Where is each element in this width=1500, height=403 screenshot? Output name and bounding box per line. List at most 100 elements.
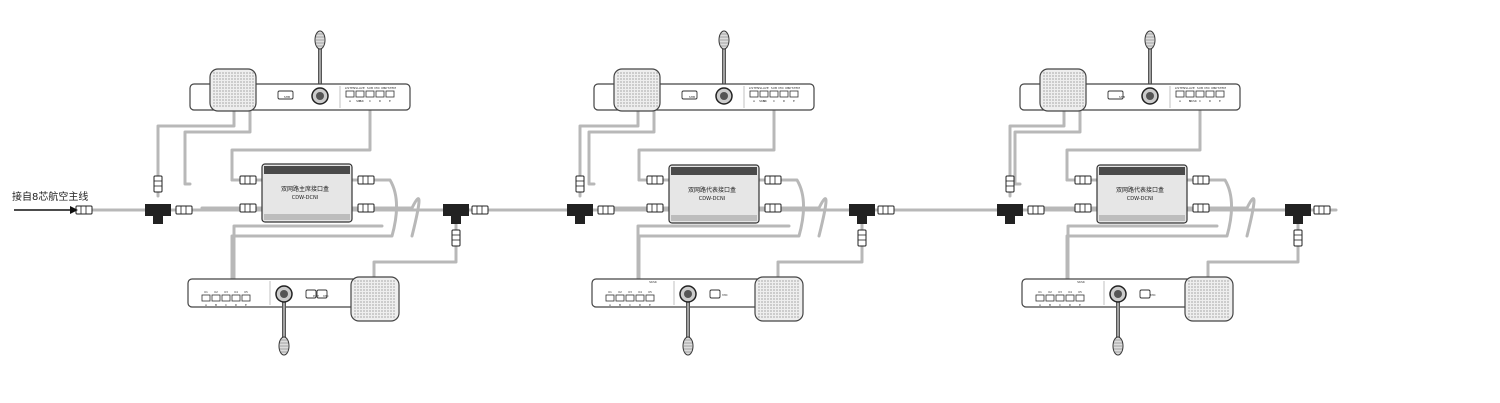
speaker-hole — [390, 289, 392, 291]
speaker-hole — [222, 102, 224, 104]
speaker-hole — [249, 105, 251, 107]
speaker-hole — [246, 81, 248, 83]
speaker-hole — [758, 283, 760, 285]
speaker-hole — [644, 87, 646, 89]
t-stem — [153, 210, 163, 224]
speaker-hole — [1070, 75, 1072, 77]
speaker-hole — [1067, 81, 1069, 83]
speaker-hole — [1227, 283, 1229, 285]
speaker-hole — [381, 283, 383, 285]
speaker-hole — [216, 75, 218, 77]
speaker-hole — [216, 93, 218, 95]
speaker-hole — [761, 295, 763, 297]
speaker-hole — [641, 99, 643, 101]
speaker-hole — [779, 292, 781, 294]
speaker-hole — [1076, 78, 1078, 80]
speaker-hole — [647, 93, 649, 95]
speaker-hole — [629, 93, 631, 95]
cable-top-mid — [587, 108, 656, 186]
speaker-hole — [764, 286, 766, 288]
unit-2-bottom-logo: SKSK — [649, 280, 658, 284]
unit-1-top-key-label: SLAVE — [355, 86, 365, 90]
speaker-hole — [1212, 286, 1214, 288]
speaker-hole — [375, 280, 377, 282]
speaker-hole — [764, 280, 766, 282]
speaker-hole — [1203, 316, 1205, 318]
speaker-hole — [1224, 316, 1226, 318]
speaker-hole — [1064, 87, 1066, 89]
speaker-hole — [1221, 316, 1223, 318]
speaker-hole — [776, 295, 778, 297]
speaker-hole — [770, 283, 772, 285]
box-top-band — [264, 166, 350, 174]
speaker-hole — [650, 96, 652, 98]
speaker-hole — [1076, 93, 1078, 95]
speaker-hole — [794, 304, 796, 306]
speaker-hole — [216, 72, 218, 74]
speaker-hole — [785, 310, 787, 312]
speaker-hole — [767, 316, 769, 318]
speaker-hole — [1076, 87, 1078, 89]
speaker-hole — [354, 307, 356, 309]
speaker-hole — [246, 102, 248, 104]
speaker-hole — [1049, 84, 1051, 86]
speaker-hole — [243, 90, 245, 92]
box-1-model: CDW-DCNI — [292, 195, 318, 201]
unit-1-bottom-button — [316, 289, 328, 299]
speaker-hole — [641, 81, 643, 83]
speaker-hole — [246, 72, 248, 74]
speaker-hole — [360, 292, 362, 294]
speaker-hole — [626, 84, 628, 86]
speaker-hole — [1058, 96, 1060, 98]
speaker-hole — [378, 310, 380, 312]
speaker-hole — [1209, 301, 1211, 303]
speaker-hole — [773, 301, 775, 303]
speaker-hole — [1067, 99, 1069, 101]
speaker-hole — [240, 96, 242, 98]
speaker-hole — [794, 280, 796, 282]
unit-2-bottom-key-sublabel: C — [629, 303, 631, 307]
speaker-hole — [656, 105, 658, 107]
speaker-hole — [390, 286, 392, 288]
speaker-hole — [375, 316, 377, 318]
unit-1-top-key-sublabel: A — [349, 99, 352, 103]
speaker-hole — [1188, 298, 1190, 300]
unit-1-bottom-key — [241, 294, 251, 302]
speaker-hole — [363, 289, 365, 291]
speaker-hole — [761, 286, 763, 288]
unit-3-top-key-sublabel: D — [1209, 99, 1212, 103]
speaker-hole — [213, 90, 215, 92]
speaker-hole — [620, 96, 622, 98]
speaker-hole — [1073, 81, 1075, 83]
unit-3-bottom-key — [1055, 294, 1065, 302]
speaker-hole — [1055, 87, 1057, 89]
speaker-hole — [384, 307, 386, 309]
speaker-hole — [617, 93, 619, 95]
speaker-hole — [387, 283, 389, 285]
speaker-hole — [234, 72, 236, 74]
speaker-hole — [393, 310, 395, 312]
speaker-hole — [1076, 96, 1078, 98]
speaker-hole — [393, 301, 395, 303]
speaker-hole — [1061, 81, 1063, 83]
unit-1-top-key-label: SUB — [367, 86, 373, 90]
speaker-hole — [1064, 81, 1066, 83]
box-bottom-band — [264, 214, 350, 220]
speaker-hole — [1215, 292, 1217, 294]
speaker-hole — [623, 72, 625, 74]
unit-1-bottom-key — [201, 294, 211, 302]
speaker-hole — [372, 310, 374, 312]
speaker-hole — [213, 81, 215, 83]
speaker-hole — [617, 96, 619, 98]
speaker-hole — [1070, 81, 1072, 83]
speaker-hole — [375, 307, 377, 309]
interface-box-3 — [1096, 164, 1188, 224]
speaker-hole — [761, 310, 763, 312]
speaker-hole — [620, 78, 622, 80]
speaker-hole — [357, 289, 359, 291]
speaker-hole — [632, 75, 634, 77]
speaker-hole — [785, 298, 787, 300]
speaker-hole — [644, 81, 646, 83]
speaker-hole — [1215, 280, 1217, 282]
unit-1-bottom-key-sublabel: B — [215, 303, 217, 307]
